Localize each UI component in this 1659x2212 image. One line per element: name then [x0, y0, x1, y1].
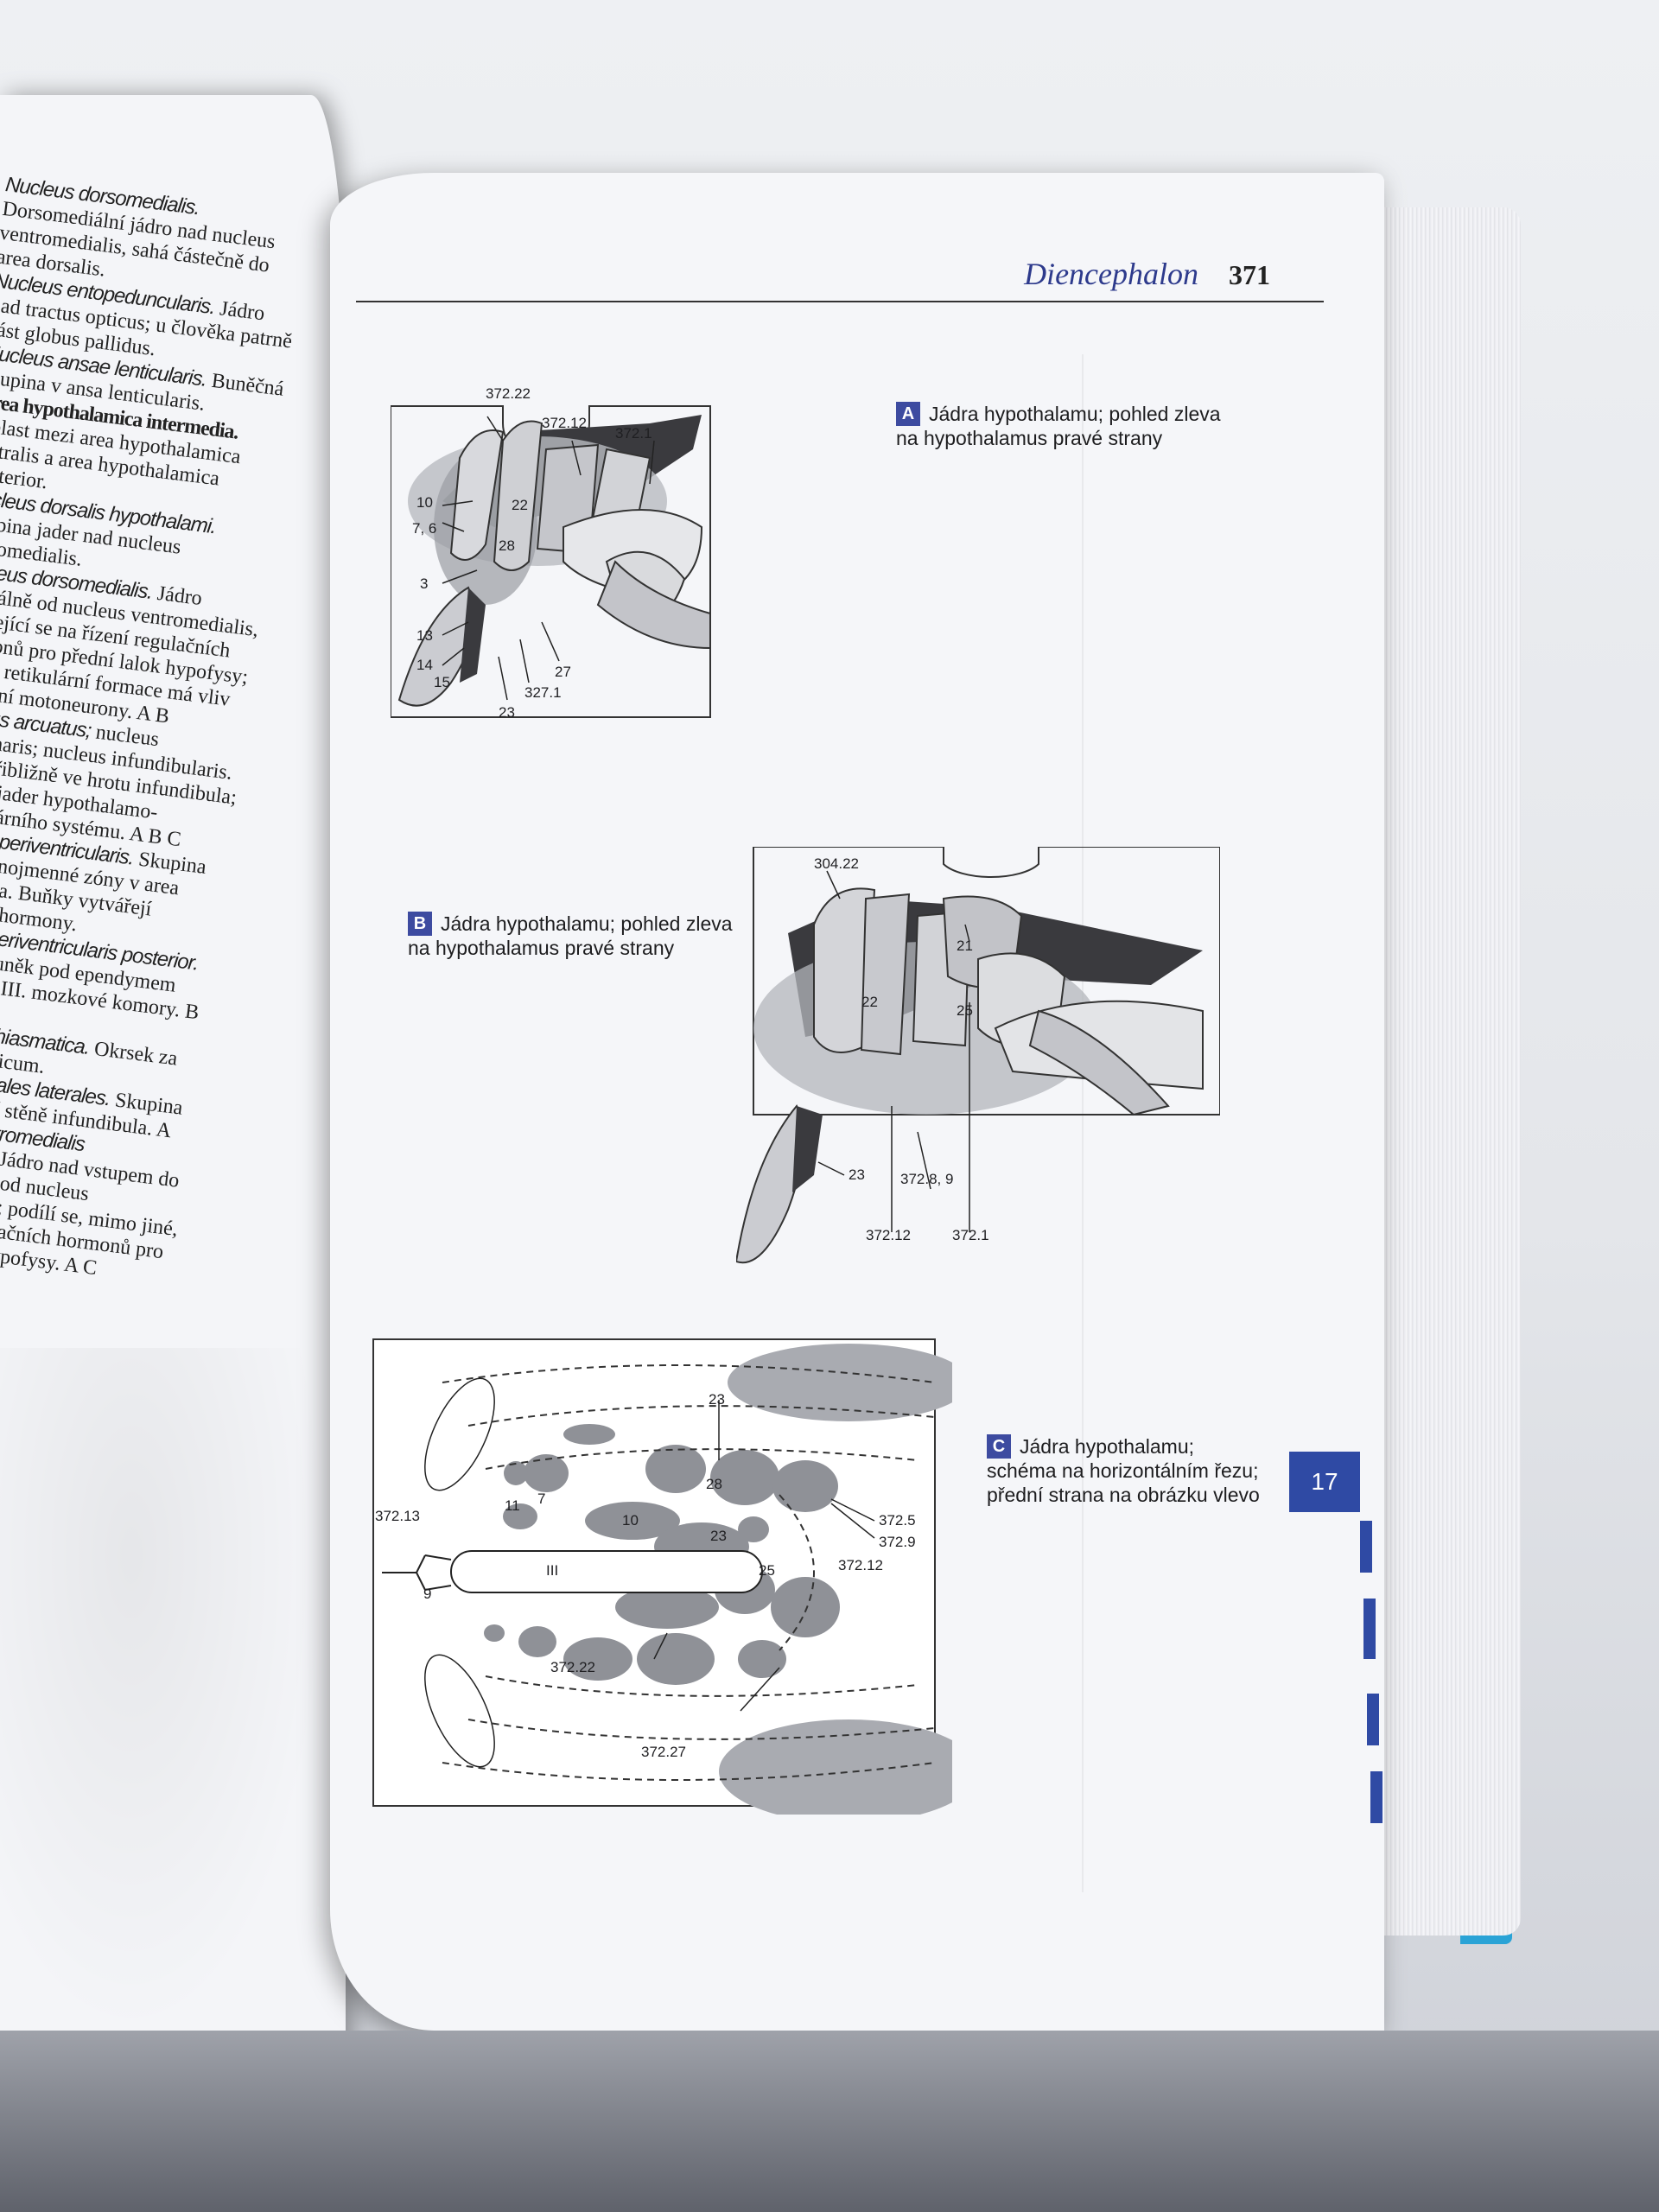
show-through-rule — [1082, 354, 1084, 1892]
thumb-index-marks — [1360, 1521, 1382, 1832]
figure-a-label: 14 — [416, 657, 433, 673]
figure-a-label: 15 — [434, 674, 450, 690]
figure-c-label: 372.12 — [838, 1557, 883, 1573]
figure-c-illustration — [372, 1338, 952, 1815]
figure-c-label: 372.5 — [879, 1512, 916, 1529]
page-number: 371 — [1229, 259, 1270, 290]
figure-b-label: 372.12 — [866, 1227, 911, 1243]
figure-c-label: 372.22 — [550, 1659, 595, 1675]
running-head: Diencephalon — [1024, 257, 1198, 291]
figure-c: 23 28 372.5 372.9 7 11 372.13 10 23 III … — [365, 1331, 952, 1815]
figure-c-label: 10 — [622, 1512, 639, 1529]
figure-a-label: 23 — [499, 704, 515, 721]
figure-a: 372.22 372.12 372.1 10 7, 6 22 28 3 13 1… — [391, 372, 874, 752]
figure-a-label: 372.12 — [542, 415, 587, 431]
figure-a-label: 7, 6 — [412, 520, 437, 537]
figure-b-illustration — [736, 847, 1220, 1264]
left-page-text: Nucleus dorsomedialis. Dorsomediální jád… — [0, 173, 311, 1291]
figure-a-label: 27 — [555, 664, 571, 680]
figure-c-label: 25 — [759, 1562, 775, 1579]
figure-a-label: 3 — [420, 575, 429, 592]
figure-b-label: 25 — [957, 1002, 973, 1019]
figure-c-label: 7 — [537, 1491, 546, 1507]
figure-c-label: 372.9 — [879, 1534, 916, 1550]
left-page: Nucleus dorsomedialis. Dorsomediální jád… — [0, 95, 346, 2117]
figure-c-label: 23 — [710, 1528, 727, 1544]
page-header: Diencephalon 371 — [356, 240, 1324, 302]
figure-a-label: 372.1 — [615, 425, 652, 442]
figure-b-label: 372.8, 9 — [900, 1171, 954, 1187]
figure-b-label: 22 — [861, 994, 878, 1010]
figure-c-label: 11 — [505, 1497, 520, 1514]
table-shadow — [0, 2031, 1659, 2212]
figure-c-label: III — [546, 1562, 559, 1579]
right-page: Diencephalon 371 — [330, 173, 1384, 2031]
left-page-shadow — [0, 1348, 328, 2039]
figure-c-label: 9 — [423, 1586, 432, 1602]
figure-a-label: 10 — [416, 494, 433, 511]
figure-b-label: 21 — [957, 938, 973, 954]
figure-a-label: 22 — [512, 497, 528, 513]
figure-b-label: 304.22 — [814, 855, 859, 872]
figure-b-label: 23 — [849, 1166, 865, 1183]
figure-a-label: 28 — [499, 537, 515, 554]
figure-a-label: 327.1 — [524, 684, 562, 701]
figure-a-illustration — [391, 405, 711, 718]
figure-c-label: 372.13 — [375, 1508, 420, 1524]
figure-b-label: 372.1 — [952, 1227, 989, 1243]
figure-c-label: 372.27 — [641, 1744, 686, 1760]
figure-c-label: 23 — [709, 1391, 725, 1408]
figure-c-letter: C — [987, 1434, 1011, 1459]
figure-a-letter: A — [896, 402, 920, 426]
figure-c-label: 28 — [706, 1476, 722, 1492]
figure-b: 304.22 21 22 25 23 372.8, 9 372.12 372.1 — [736, 847, 1220, 1296]
section-tab: 17 — [1289, 1452, 1360, 1512]
figure-a-label: 372.22 — [486, 385, 531, 402]
figure-a-label: 13 — [416, 627, 433, 644]
figure-b-letter: B — [408, 912, 432, 936]
